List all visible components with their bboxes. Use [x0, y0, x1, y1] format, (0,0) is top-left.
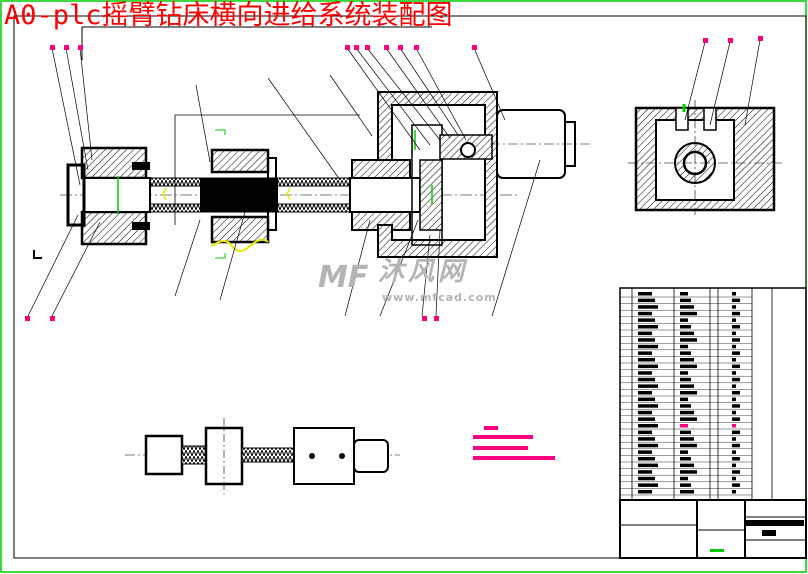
watermark-logo: MF [318, 260, 369, 295]
parts-list-table [619, 287, 807, 501]
technical-notes [473, 426, 555, 460]
drawing-title: A0-plc摇臂钻床横向进给系统装配图 [4, 0, 453, 31]
top-view [125, 418, 400, 494]
inner-frame [13, 15, 807, 559]
side-section-view [628, 36, 782, 215]
main-assembly-view [25, 45, 590, 321]
watermark-url: www.mfcad.com [382, 291, 497, 304]
title-block [619, 499, 807, 559]
watermark-name: 沐风网 [378, 257, 469, 287]
